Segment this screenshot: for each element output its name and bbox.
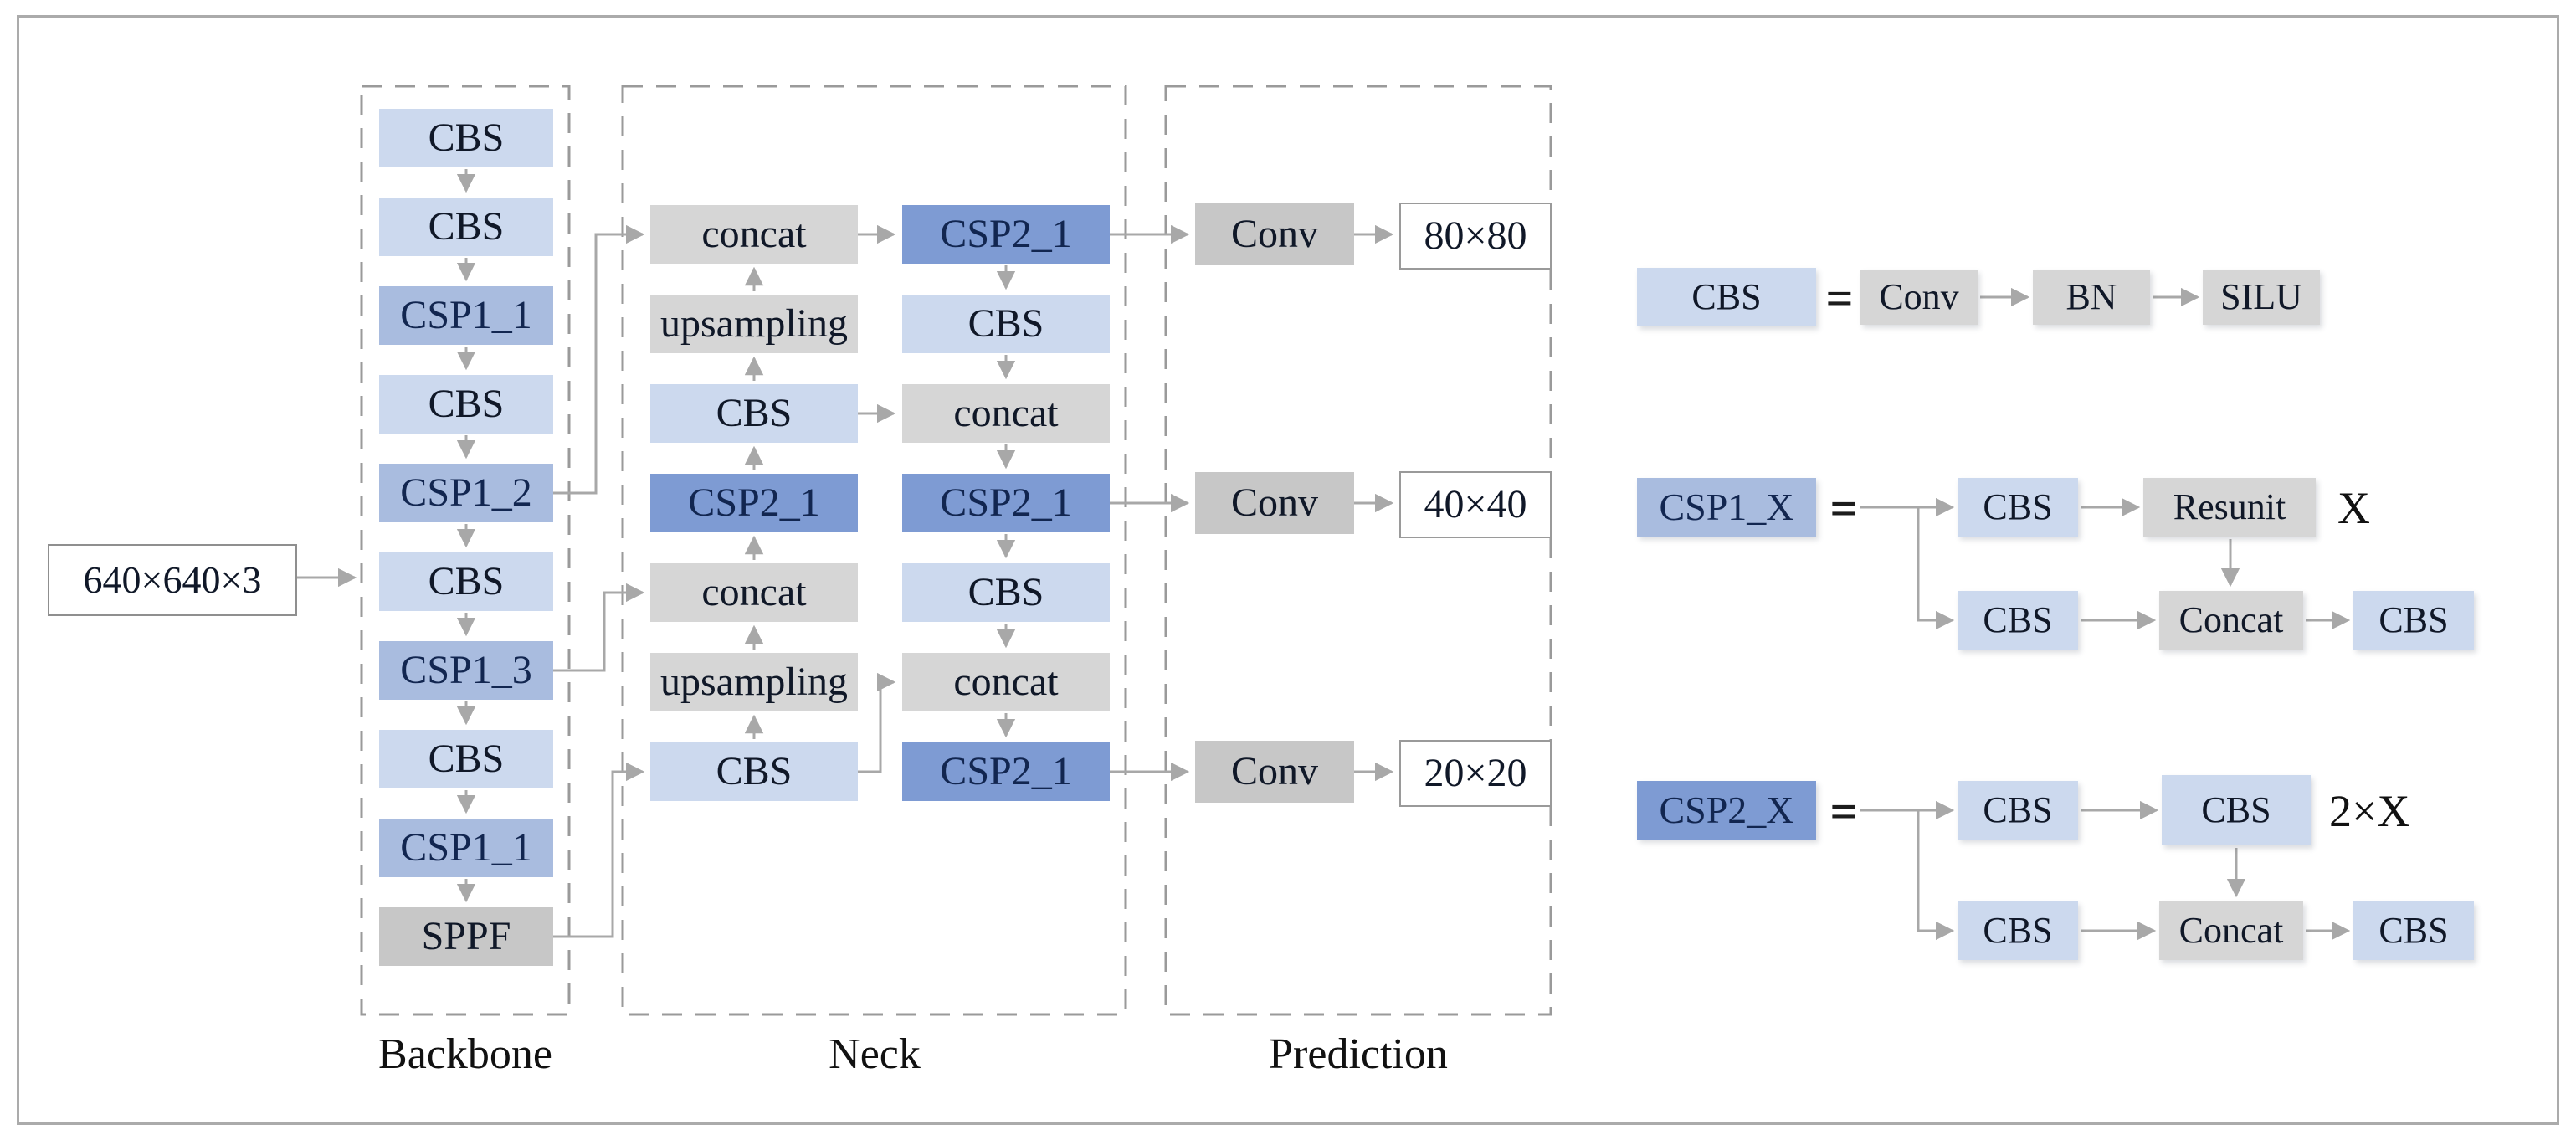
backbone-cbs-4: CBS (379, 552, 553, 611)
prediction-output-80x80: 80×80 (1399, 203, 1552, 270)
backbone-cbs-5: CBS (379, 730, 553, 788)
neck-right-csp2_1-1: CSP2_1 (902, 205, 1110, 264)
prediction-label: Prediction (1269, 1030, 1448, 1078)
prediction-output-20x20: 20×20 (1399, 740, 1552, 807)
legend-csp2-concat: Concat (2159, 901, 2303, 960)
arrow-csp1_3-to-concat (553, 583, 645, 672)
neck-group-box (621, 85, 1127, 1016)
prediction-output-40x40: 40×40 (1399, 471, 1552, 538)
legend-csp2-cbs-end: CBS (2353, 901, 2474, 960)
input-size-box: 640×640×3 (48, 544, 297, 616)
backbone-csp1_1-a: CSP1_1 (379, 286, 553, 345)
backbone-cbs-3: CBS (379, 375, 553, 434)
prediction-conv-1: Conv (1195, 203, 1354, 265)
neck-left-cbs-1: CBS (650, 384, 858, 443)
arrow-cbs-to-concat (858, 672, 896, 773)
backbone-cbs-1: CBS (379, 109, 553, 167)
legend-cbs-silu: SILU (2203, 270, 2320, 325)
neck-left-upsampling-1: upsampling (650, 295, 858, 353)
arrow-sppf-to-cbs (553, 762, 645, 938)
legend-csp1-equals: = (1829, 481, 1858, 536)
backbone-csp1_3: CSP1_3 (379, 641, 553, 700)
prediction-conv-2: Conv (1195, 472, 1354, 534)
neck-left-cbs-2: CBS (650, 742, 858, 801)
legend-csp2-equals: = (1829, 784, 1858, 839)
neck-left-upsampling-2: upsampling (650, 653, 858, 711)
legend-cbs-bn: BN (2033, 270, 2150, 325)
legend-cbs-conv: Conv (1860, 270, 1978, 325)
neck-right-csp2_1-3: CSP2_1 (902, 742, 1110, 801)
neck-right-cbs-1: CBS (902, 295, 1110, 353)
neck-label: Neck (829, 1030, 921, 1078)
neck-right-concat-2: concat (902, 653, 1110, 711)
legend-csp1-cbs-end: CBS (2353, 591, 2474, 650)
backbone-sppf: SPPF (379, 907, 553, 966)
prediction-group-box (1164, 85, 1552, 1016)
legend-csp1-concat: Concat (2159, 591, 2303, 650)
legend-csp1-term: CSP1_X (1637, 478, 1816, 537)
neck-left-csp2_1: CSP2_1 (650, 474, 858, 532)
neck-left-concat-2: concat (650, 563, 858, 622)
legend-csp2-cbs-top-2: CBS (2162, 775, 2311, 845)
neck-right-concat-1: concat (902, 384, 1110, 443)
neck-left-concat-1: concat (650, 205, 858, 264)
legend-csp1-resunit: Resunit (2143, 478, 2316, 537)
prediction-conv-3: Conv (1195, 741, 1354, 803)
backbone-csp1_1-b: CSP1_1 (379, 819, 553, 877)
legend-cbs-term: CBS (1637, 268, 1816, 326)
legend-csp1-cbs-top: CBS (1958, 478, 2078, 537)
legend-csp2-term: CSP2_X (1637, 781, 1816, 840)
legend-csp2-cbs-bottom: CBS (1958, 901, 2078, 960)
legend-csp2-cbs-top-1: CBS (1958, 781, 2078, 840)
backbone-label: Backbone (378, 1030, 552, 1078)
backbone-cbs-2: CBS (379, 198, 553, 256)
legend-csp1-repeat-x: X (2337, 483, 2370, 533)
neck-right-csp2_1-2: CSP2_1 (902, 474, 1110, 532)
arrow-csp1_2-to-concat (553, 224, 645, 495)
legend-csp2-repeat-2xx: 2×X (2329, 786, 2410, 836)
legend-cbs-equals: = (1825, 271, 1854, 326)
backbone-csp1_2: CSP1_2 (379, 464, 553, 522)
backbone-group-box (360, 85, 571, 1016)
neck-right-cbs-2: CBS (902, 563, 1110, 622)
legend-csp1-cbs-bottom: CBS (1958, 591, 2078, 650)
